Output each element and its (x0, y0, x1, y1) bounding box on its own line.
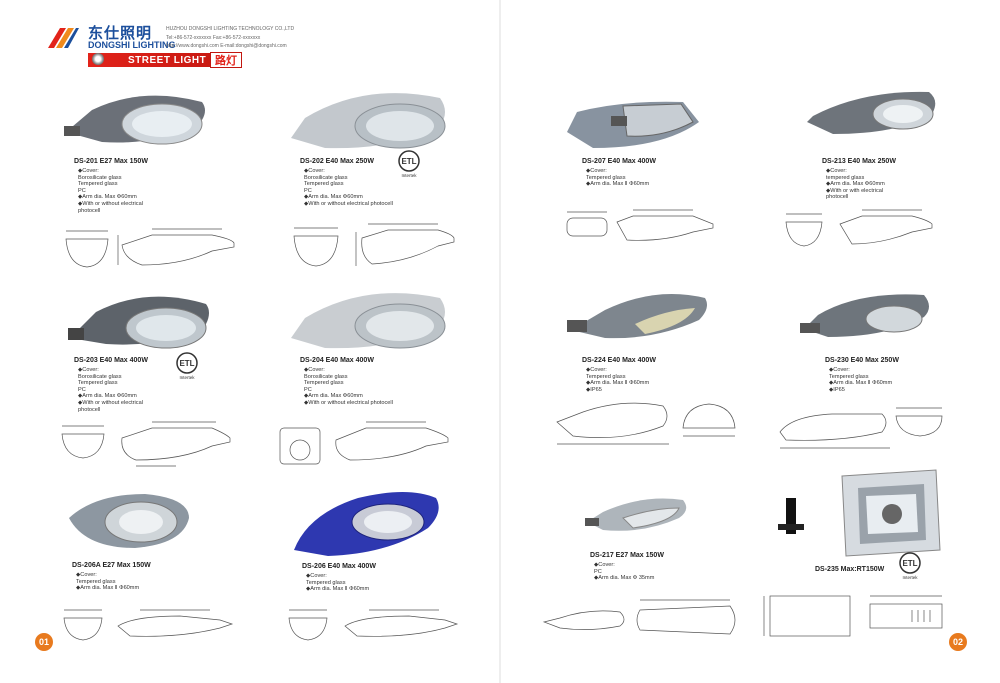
technical-drawing (556, 402, 736, 445)
product-specs: ◆Cover: Tempered glass◆Arm dia. Max Ⅱ Φ6… (306, 573, 370, 593)
product-specs: ◆Cover: Tempered glass◆Arm dia. Max Ⅱ Φ6… (76, 572, 140, 592)
product-title: DS-230 E40 Max 250W (825, 357, 899, 364)
page-number-right: 02 (949, 633, 967, 651)
lamp-image-ds201 (64, 95, 205, 145)
svg-text:ETL: ETL (179, 359, 194, 368)
lamp-image-ds213 (807, 91, 936, 134)
product-specs: ◆Cover: PC◆Arm dia. Max Φ 35mm (594, 562, 655, 582)
product-title: DS-204 E40 Max 400W (300, 357, 374, 364)
company-name: HUZHOU DONGSHI LIGHTING TECHNOLOGY CO.,L… (166, 26, 295, 32)
product-title: DS-203 E40 Max 400W (74, 357, 148, 364)
technical-drawing (288, 609, 459, 641)
lamp-image-ds230 (800, 294, 929, 337)
technical-drawing (65, 228, 235, 268)
svg-text:ETL: ETL (902, 559, 917, 568)
product-title: DS-201 E27 Max 150W (74, 158, 148, 165)
product-title: DS-206A E27 Max 150W (72, 562, 151, 569)
product-title: DS-217 E27 Max 150W (590, 552, 664, 559)
technical-drawing (785, 209, 933, 247)
lamp-image-ds207 (567, 101, 699, 148)
lamp-image-ds206 (294, 492, 439, 556)
lamp-image-ds224 (567, 294, 707, 339)
product-title: DS-207 E40 Max 400W (582, 158, 656, 165)
product-title: DS-213 E40 Max 250W (822, 158, 896, 165)
company-web: http://www.dongshi.com E-mail:dongshi@do… (166, 43, 287, 49)
svg-text:Intertek: Intertek (179, 375, 195, 380)
etl-cert-icon: ETL Intertek (176, 352, 198, 380)
product-specs: ◆Cover: Borosilicate glass Tempered glas… (78, 367, 143, 413)
product-title: DS-224 E40 Max 400W (582, 357, 656, 364)
technical-drawing (293, 223, 455, 267)
brand-logo-icon (48, 28, 79, 48)
technical-drawing (779, 407, 943, 449)
technical-drawing (763, 595, 943, 637)
product-specs: ◆Cover: Borosilicate glass Tempered glas… (304, 367, 393, 406)
technical-drawing (63, 609, 234, 641)
etl-cert-icon: ETL Intertek (398, 150, 420, 178)
brand-name-en: DONGSHI LIGHTING (88, 40, 176, 50)
brand-name-cn: 东仕照明 (88, 25, 153, 42)
product-specs: ◆Cover: tempered glass◆Arm dia. Max Φ60m… (826, 168, 885, 201)
company-contact: Tel:+86-572-xxxxxxx Fax:+86-572-xxxxxxx (166, 35, 261, 41)
product-title: DS-202 E40 Max 250W (300, 158, 374, 165)
lamp-image-ds204 (291, 293, 446, 349)
section-banner (88, 53, 242, 67)
product-specs: ◆Cover: Tempered glass◆Arm dia. Max Ⅱ Φ6… (586, 367, 650, 393)
page-number-left: 01 (35, 633, 53, 651)
technical-drawing (566, 209, 714, 241)
technical-drawing (279, 421, 449, 465)
product-title: DS-235 Max:RT150W (815, 566, 885, 573)
lamp-image-ds206a (69, 494, 189, 548)
svg-text:Intertek: Intertek (401, 173, 417, 178)
product-specs: ◆Cover: Tempered glass◆Arm dia. Max Ⅱ Φ6… (829, 367, 893, 393)
product-specs: ◆Cover: Borosilicate glass Tempered glas… (78, 168, 143, 214)
product-specs: ◆Cover: Tempered glass◆Arm dia. Max Ⅱ Φ6… (586, 168, 650, 188)
lamp-image-ds235 (841, 469, 941, 557)
bulb-icon (92, 53, 104, 65)
product-specs: ◆Cover: Borosilicate glass Tempered glas… (304, 168, 393, 207)
svg-text:Intertek: Intertek (902, 575, 918, 580)
page-spine (499, 0, 501, 683)
technical-drawing (542, 599, 736, 635)
lamp-image-ds203 (68, 296, 209, 349)
lamp-image-ds217 (585, 498, 687, 531)
technical-drawing (61, 421, 231, 467)
etl-cert-icon: ETL Intertek (899, 552, 921, 580)
section-title-en: STREET LIGHT (128, 55, 207, 66)
lamp-image-ds202 (291, 93, 446, 149)
svg-text:ETL: ETL (401, 157, 416, 166)
mount-bracket-image (778, 498, 804, 534)
product-title: DS-206 E40 Max 400W (302, 563, 376, 570)
section-title-cn: 路灯 (210, 52, 242, 68)
